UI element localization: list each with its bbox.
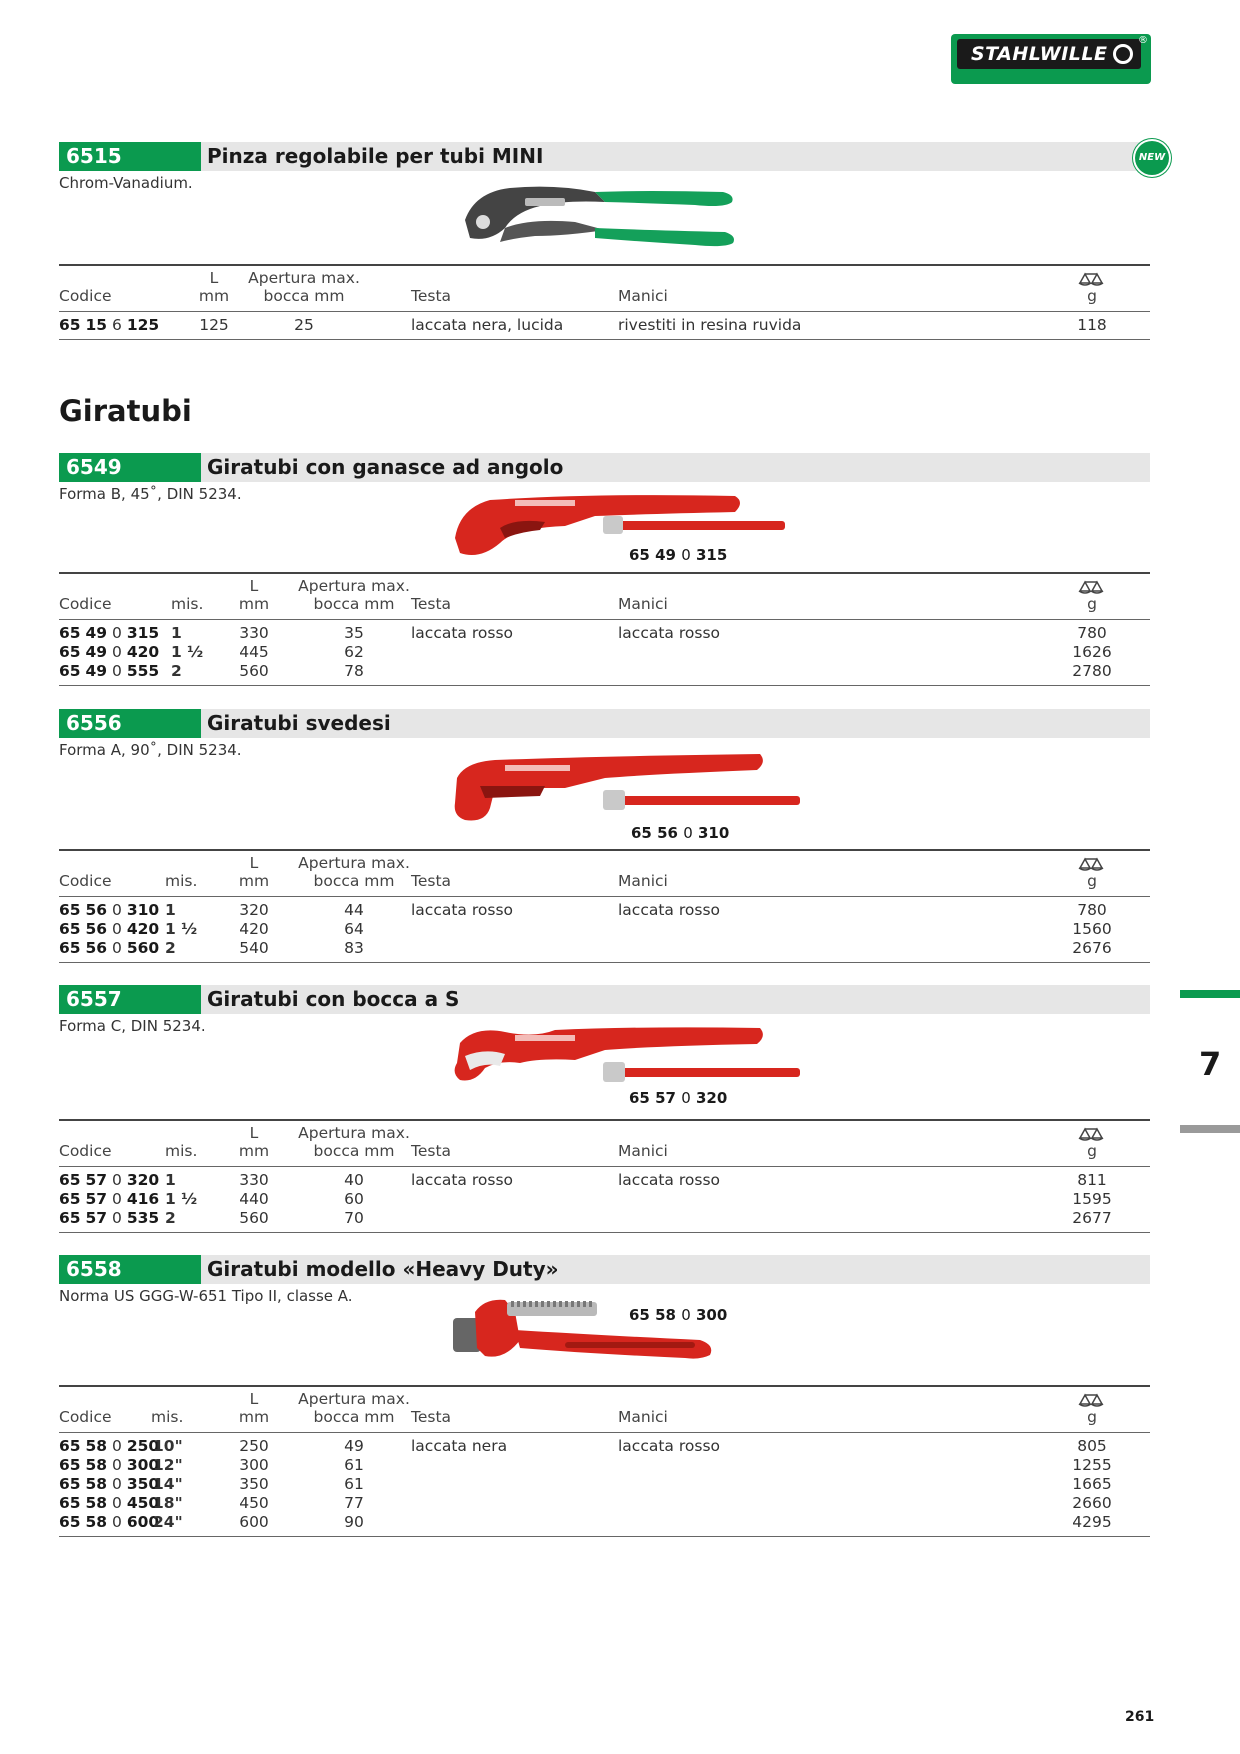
section-description: Forma B, 45˚, DIN 5234. <box>59 485 242 503</box>
col-codice: Codice <box>59 287 112 305</box>
section-description: Chrom-Vanadium. <box>59 174 193 192</box>
section-number: 6549 <box>59 453 201 482</box>
table-row: 65 15 6 125 <box>59 316 160 334</box>
table-row: 65 57 0 320 <box>59 1171 160 1189</box>
section-header-6558: 6558 Giratubi modello «Heavy Duty» <box>59 1255 1150 1284</box>
table-row: 65 56 0 560 <box>59 939 160 957</box>
logo-ring-icon <box>1113 44 1133 64</box>
pliers-mini-image <box>465 186 734 247</box>
image-code-label: 65 56 0 310 <box>631 824 730 842</box>
table-row: 65 58 0 600 <box>59 1513 160 1531</box>
scale-icon <box>1078 1393 1104 1407</box>
table-row: 65 56 0 310 <box>59 901 160 919</box>
table-row: 65 49 0 555 <box>59 662 160 680</box>
image-code-label: 65 58 0 300 <box>629 1306 728 1324</box>
table-row: 65 58 0 250 <box>59 1437 160 1455</box>
section-title: Giratubi svedesi <box>207 711 391 735</box>
scale-icon <box>1078 580 1104 594</box>
stahlwille-logo: STAHLWILLE ® <box>951 34 1151 84</box>
pipe-wrench-heavy-duty-image <box>453 1299 712 1359</box>
section-number: 6515 <box>59 142 201 171</box>
page-heading-giratubi: Giratubi <box>59 394 192 428</box>
table-row: 65 57 0 416 <box>59 1190 160 1208</box>
page-number: 261 <box>1125 1709 1155 1725</box>
scale-icon <box>1078 1127 1104 1141</box>
section-title: Pinza regolabile per tubi MINI <box>207 144 544 168</box>
col-codice: Codice <box>59 872 112 890</box>
section-number: 6557 <box>59 985 201 1014</box>
image-code-label: 65 49 0 315 <box>629 546 728 564</box>
scale-icon <box>1078 857 1104 871</box>
col-codice: Codice <box>59 595 112 613</box>
chapter-number: 7 <box>1199 1045 1222 1083</box>
table-row: 65 49 0 315 <box>59 624 160 642</box>
pipe-wrench-45-image <box>455 495 785 556</box>
chapter-tab <box>1180 1125 1240 1133</box>
section-description: Norma US GGG-W-651 Tipo II, classe A. <box>59 1287 353 1305</box>
section-header-6549: 6549 Giratubi con ganasce ad angolo <box>59 453 1150 482</box>
table-row: 65 58 0 300 <box>59 1456 160 1474</box>
section-title: Giratubi con bocca a S <box>207 987 460 1011</box>
col-codice: Codice <box>59 1408 112 1426</box>
section-description: Forma C, DIN 5234. <box>59 1017 206 1035</box>
table-row: 65 58 0 450 <box>59 1494 160 1512</box>
table-row: 65 58 0 350 <box>59 1475 160 1493</box>
new-badge-icon: NEW <box>1135 141 1169 175</box>
scale-icon <box>1078 272 1104 286</box>
section-header-6557: 6557 Giratubi con bocca a S <box>59 985 1150 1014</box>
pipe-wrench-s-image <box>454 1027 800 1082</box>
col-codice: Codice <box>59 1142 112 1160</box>
registered-mark: ® <box>1138 35 1148 46</box>
table-row: 65 56 0 420 <box>59 920 160 938</box>
section-title: Giratubi modello «Heavy Duty» <box>207 1257 559 1281</box>
section-header-6556: 6556 Giratubi svedesi <box>59 709 1150 738</box>
section-description: Forma A, 90˚, DIN 5234. <box>59 741 242 759</box>
image-code-label: 65 57 0 320 <box>629 1089 728 1107</box>
logo-wordmark: STAHLWILLE <box>957 39 1141 69</box>
section-title: Giratubi con ganasce ad angolo <box>207 455 564 479</box>
section-header-6515: 6515 Pinza regolabile per tubi MINI <box>59 142 1150 171</box>
table-row: 65 49 0 420 <box>59 643 160 661</box>
chapter-tab-active <box>1180 990 1240 998</box>
section-number: 6556 <box>59 709 201 738</box>
pipe-wrench-90-image <box>454 754 800 821</box>
section-number: 6558 <box>59 1255 201 1284</box>
table-row: 65 57 0 535 <box>59 1209 160 1227</box>
